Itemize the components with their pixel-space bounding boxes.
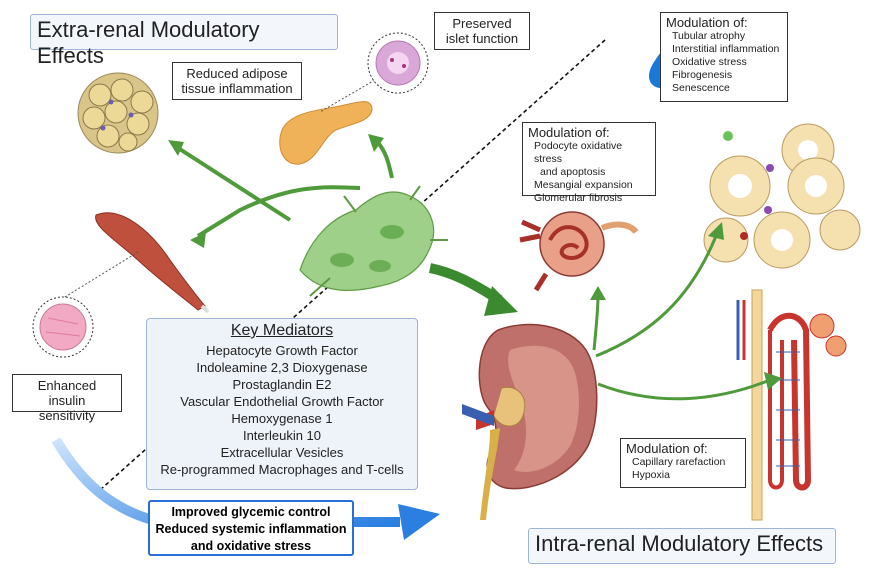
outcome-line: Improved glycemic control <box>171 505 331 519</box>
adipose-tissue-illustration <box>77 72 159 154</box>
mediator-item: Indoleamine 2,3 Dioxygenase <box>196 360 368 375</box>
modulation-tubular-box: Modulation of: Tubular atrophy Interstit… <box>660 12 788 102</box>
mediator-item: Extracellular Vesicles <box>220 445 344 460</box>
modulation-glomerular-item: Mesangial expansion <box>534 179 633 191</box>
outcomes-box: Improved glycemic control Reduced system… <box>148 500 354 556</box>
modulation-tubular-item: Senescence <box>672 82 730 94</box>
modulation-glomerular-item: and apoptosis <box>540 166 606 178</box>
key-mediators-box: Key Mediators Hepatocyte Growth Factor I… <box>146 318 418 490</box>
adipose-label-line1: Reduced adipose <box>186 66 288 81</box>
stem-cells-illustration <box>299 185 448 297</box>
modulation-capillary-heading: Modulation of: <box>626 441 708 456</box>
kidney-illustration <box>462 323 598 520</box>
mediator-item: Vascular Endothelial Growth Factor <box>180 394 384 409</box>
adipose-label-line2: tissue inflammation <box>181 81 293 96</box>
mediator-item: Re-programmed Macrophages and T-cells <box>160 462 404 477</box>
modulation-tubular-item: Interstitial inflammation <box>672 43 780 55</box>
green-arrowheads <box>168 134 384 248</box>
outcome-line: and oxidative stress <box>190 539 312 553</box>
modulation-tubular-item: Oxidative stress <box>672 56 747 68</box>
green-arrowheads-intra <box>590 222 782 390</box>
tubules-illustration <box>703 123 861 269</box>
mediator-item: Hemoxygenase 1 <box>231 411 333 426</box>
modulation-tubular-item: Fibrogenesis <box>672 69 733 81</box>
islet-label-line1: Preserved <box>452 16 512 31</box>
modulation-tubular-item: Tubular atrophy <box>672 30 746 42</box>
islet-label: Preserved islet function <box>434 12 530 50</box>
blue-arrow-head <box>398 504 440 540</box>
modulation-glomerular-box: Modulation of: Podocyte oxidative stress… <box>522 122 656 204</box>
intra-renal-title: Intra-renal Modulatory Effects <box>528 528 836 564</box>
modulation-capillary-item: Hypoxia <box>632 469 670 481</box>
mediator-item: Prostaglandin E2 <box>232 377 332 392</box>
mediator-item: Hepatocyte Growth Factor <box>206 343 358 358</box>
mediator-item: Interleukin 10 <box>242 428 322 443</box>
insulin-label: Enhanced insulin sensitivity <box>12 374 122 423</box>
arrow-to-kidney <box>428 263 503 305</box>
insulin-label-line1: Enhanced insulin <box>37 378 97 408</box>
nephron-illustration <box>736 289 847 521</box>
outcome-line: Reduced systemic inflammation <box>155 522 347 536</box>
extra-renal-title: Extra-renal Modulatory Effects <box>30 14 338 68</box>
pancreas-illustration <box>279 32 429 165</box>
key-mediators-title: Key Mediators <box>230 322 334 339</box>
arrow-to-kidney-head <box>484 286 518 316</box>
insulin-label-line2: sensitivity <box>38 408 96 423</box>
modulation-tubular-heading: Modulation of: <box>666 15 748 30</box>
adipose-label: Reduced adipose tissue inflammation <box>172 62 302 100</box>
muscle-illustration <box>32 212 210 358</box>
modulation-glomerular-heading: Modulation of: <box>528 125 610 140</box>
islet-label-line2: islet function <box>445 31 519 46</box>
glomerulus-illustration <box>519 211 639 292</box>
modulation-glomerular-item: Podocyte oxidative stress <box>534 140 623 165</box>
modulation-capillary-box: Modulation of: Capillary rarefaction Hyp… <box>620 438 746 488</box>
modulation-capillary-item: Capillary rarefaction <box>632 456 726 468</box>
modulation-glomerular-item: Glomerular fibrosis <box>534 192 623 204</box>
